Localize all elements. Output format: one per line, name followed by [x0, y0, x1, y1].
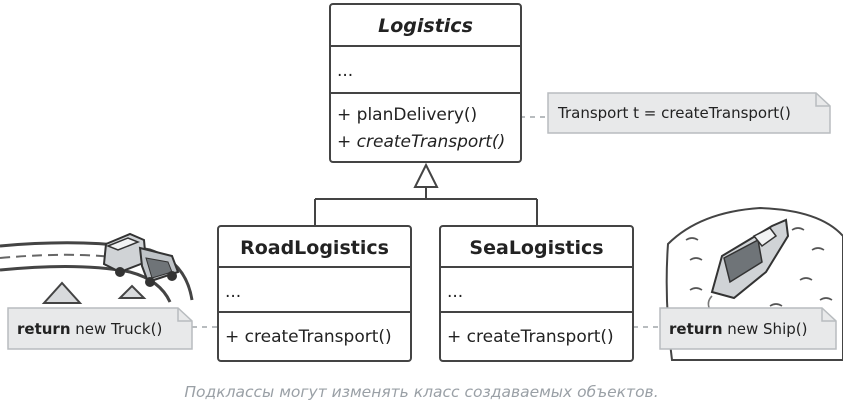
class-sea-logistics: SeaLogistics ... + createTransport() — [439, 225, 634, 362]
class-sea-logistics-title: SeaLogistics — [469, 237, 603, 259]
note-road-keyword: return — [17, 320, 71, 338]
inheritance-arrowhead — [413, 162, 439, 188]
class-road-logistics: RoadLogistics ... + createTransport() — [217, 225, 412, 362]
note-sea-expression: new Ship() — [723, 320, 808, 338]
class-logistics-title: Logistics — [378, 15, 473, 37]
diagram-caption: Подклассы могут изменять класс создаваем… — [184, 383, 658, 401]
note-road-expression: new Truck() — [71, 320, 163, 338]
method-sea-create-transport: + createTransport() — [447, 327, 614, 347]
note-sea-keyword: return — [669, 320, 723, 338]
truck-road-illustration — [0, 232, 194, 310]
note-sea-return: return new Ship() — [659, 307, 837, 350]
class-logistics: Logistics ... + planDelivery() + createT… — [329, 3, 522, 163]
truck-icon — [102, 232, 180, 287]
inheritance-connector — [314, 187, 538, 226]
ship-icon — [707, 218, 790, 311]
method-road-create-transport: + createTransport() — [225, 327, 392, 347]
note-road-return: return new Truck() — [7, 307, 193, 350]
method-create-transport-abstract: + createTransport() — [337, 132, 505, 152]
note-road-return-text: return new Truck() — [17, 320, 162, 338]
note-plan-delivery: Transport t = createTransport() — [547, 92, 831, 134]
class-road-logistics-fields: ... — [225, 282, 241, 302]
note-plan-delivery-text: Transport t = createTransport() — [557, 104, 791, 122]
note-sea-return-text: return new Ship() — [669, 320, 807, 338]
note-links — [192, 116, 660, 328]
method-plan-delivery: + planDelivery() — [337, 105, 477, 125]
class-road-logistics-title: RoadLogistics — [240, 237, 389, 259]
class-sea-logistics-fields: ... — [447, 282, 463, 302]
class-logistics-fields: ... — [337, 61, 353, 81]
